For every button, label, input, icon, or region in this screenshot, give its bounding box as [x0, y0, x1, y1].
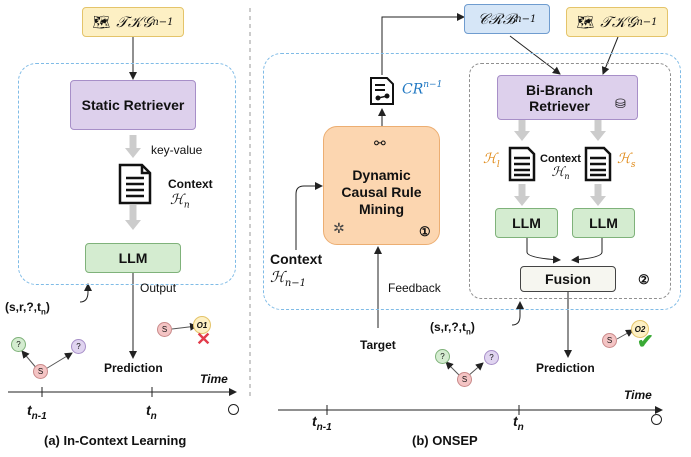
llm-box-short: LLM — [572, 208, 635, 238]
query-text: (s,r,?,t — [5, 300, 42, 314]
caption-left: (a) In-Context Learning — [44, 433, 187, 448]
llm-label: LLM — [118, 250, 148, 266]
clock-icon-left — [228, 404, 239, 415]
dcrm-label: Dynamic Causal Rule Mining — [341, 167, 422, 217]
graph-node-s-right: S — [457, 372, 472, 387]
document-icon-long — [508, 146, 536, 182]
static-retriever-label: Static Retriever — [81, 97, 185, 113]
graph-map-icon: 🗺 — [92, 13, 111, 30]
tick-label-tn-1-right: tn-1 — [312, 413, 332, 433]
graph-node-s-pred-right: S — [602, 333, 617, 348]
share-nodes-icon: ⚯ — [374, 135, 386, 151]
check-icon: ✔ — [637, 331, 654, 353]
graph-node-o1: O1 — [193, 316, 211, 334]
graph-node-s-pred-left: S — [157, 322, 172, 337]
document-icon — [118, 163, 152, 205]
tkg-subscript-right: n−1 — [636, 16, 658, 28]
database-search-icon: ⛁ — [615, 96, 626, 111]
output-label: Output — [140, 281, 177, 295]
context-h: ℋ — [170, 192, 184, 208]
context-right: Context ℋn — [540, 153, 581, 182]
context-subscript: n — [183, 200, 190, 211]
graph-node-s-left: S — [33, 364, 48, 379]
step-two-badge: ② — [638, 272, 650, 287]
query-subscript: n — [41, 307, 46, 317]
key-value-label: key-value — [151, 143, 203, 157]
time-left: Time — [200, 372, 228, 386]
caption-right: (b) ONSEP — [412, 433, 478, 448]
causal-rule-document-icon — [370, 77, 394, 105]
graph-node-q1-right: ? — [435, 349, 450, 364]
bi-branch-container — [469, 63, 671, 299]
tick-label-tn-left: tn — [146, 402, 157, 422]
query-close: ) — [45, 300, 50, 314]
cross-icon: ✕ — [196, 329, 212, 349]
graph-map-icon: 🗺 — [576, 13, 595, 30]
crb-label: 𝒞ℛℬ — [477, 10, 516, 28]
llm-box-left: LLM — [85, 243, 181, 273]
bi-branch-retriever-box: Bi-Branch Retriever — [497, 75, 638, 120]
static-retriever-box: Static Retriever — [70, 80, 196, 130]
fusion-box: Fusion — [520, 266, 616, 292]
clock-icon-right — [651, 414, 662, 425]
time-right: Time — [624, 388, 652, 402]
target-label: Target — [360, 338, 396, 352]
tick-label-tn-right: tn — [513, 413, 524, 433]
bi-branch-label: Bi-Branch Retriever — [526, 81, 593, 114]
llm-box-long: LLM — [495, 208, 558, 238]
query-left: (s,r,?,tn) — [5, 300, 50, 316]
crb-superscript: n−1 — [515, 13, 537, 25]
graph-node-o2: O2 — [631, 320, 649, 338]
dynamic-causal-rule-mining-box: Dynamic Causal Rule Mining — [323, 126, 440, 245]
graph-node-q2-right: ? — [484, 350, 499, 365]
feedback-label: Feedback — [388, 281, 441, 295]
tkg-label-right: 𝒯𝒦𝒢 — [600, 13, 637, 31]
step-one-badge: ① — [419, 224, 431, 239]
onsep-container — [263, 53, 681, 310]
tkg-label: 𝒯𝒦𝒢 — [116, 13, 153, 31]
h-s-label: ℋs — [617, 151, 636, 171]
graph-node-q1: ? — [11, 337, 26, 352]
h-l-label: ℋl — [483, 151, 500, 171]
query-right: (s,r,?,tn) — [430, 320, 475, 337]
graph-node-q2: ? — [71, 339, 86, 354]
openai-icon: ✲ — [333, 220, 345, 236]
icl-container — [18, 63, 236, 285]
context-left: Context ℋn — [168, 176, 213, 213]
tkg-subscript: n−1 — [152, 16, 174, 28]
context-prev: Context ℋn−1 — [270, 251, 323, 289]
cr-label: CRn−1 — [402, 80, 443, 98]
document-icon-short — [584, 146, 612, 182]
tick-label-tn-1-left: tn-1 — [27, 402, 47, 422]
prediction-right: Prediction — [536, 361, 595, 375]
context-label: Context — [168, 177, 213, 191]
prediction-left: Prediction — [104, 361, 163, 375]
